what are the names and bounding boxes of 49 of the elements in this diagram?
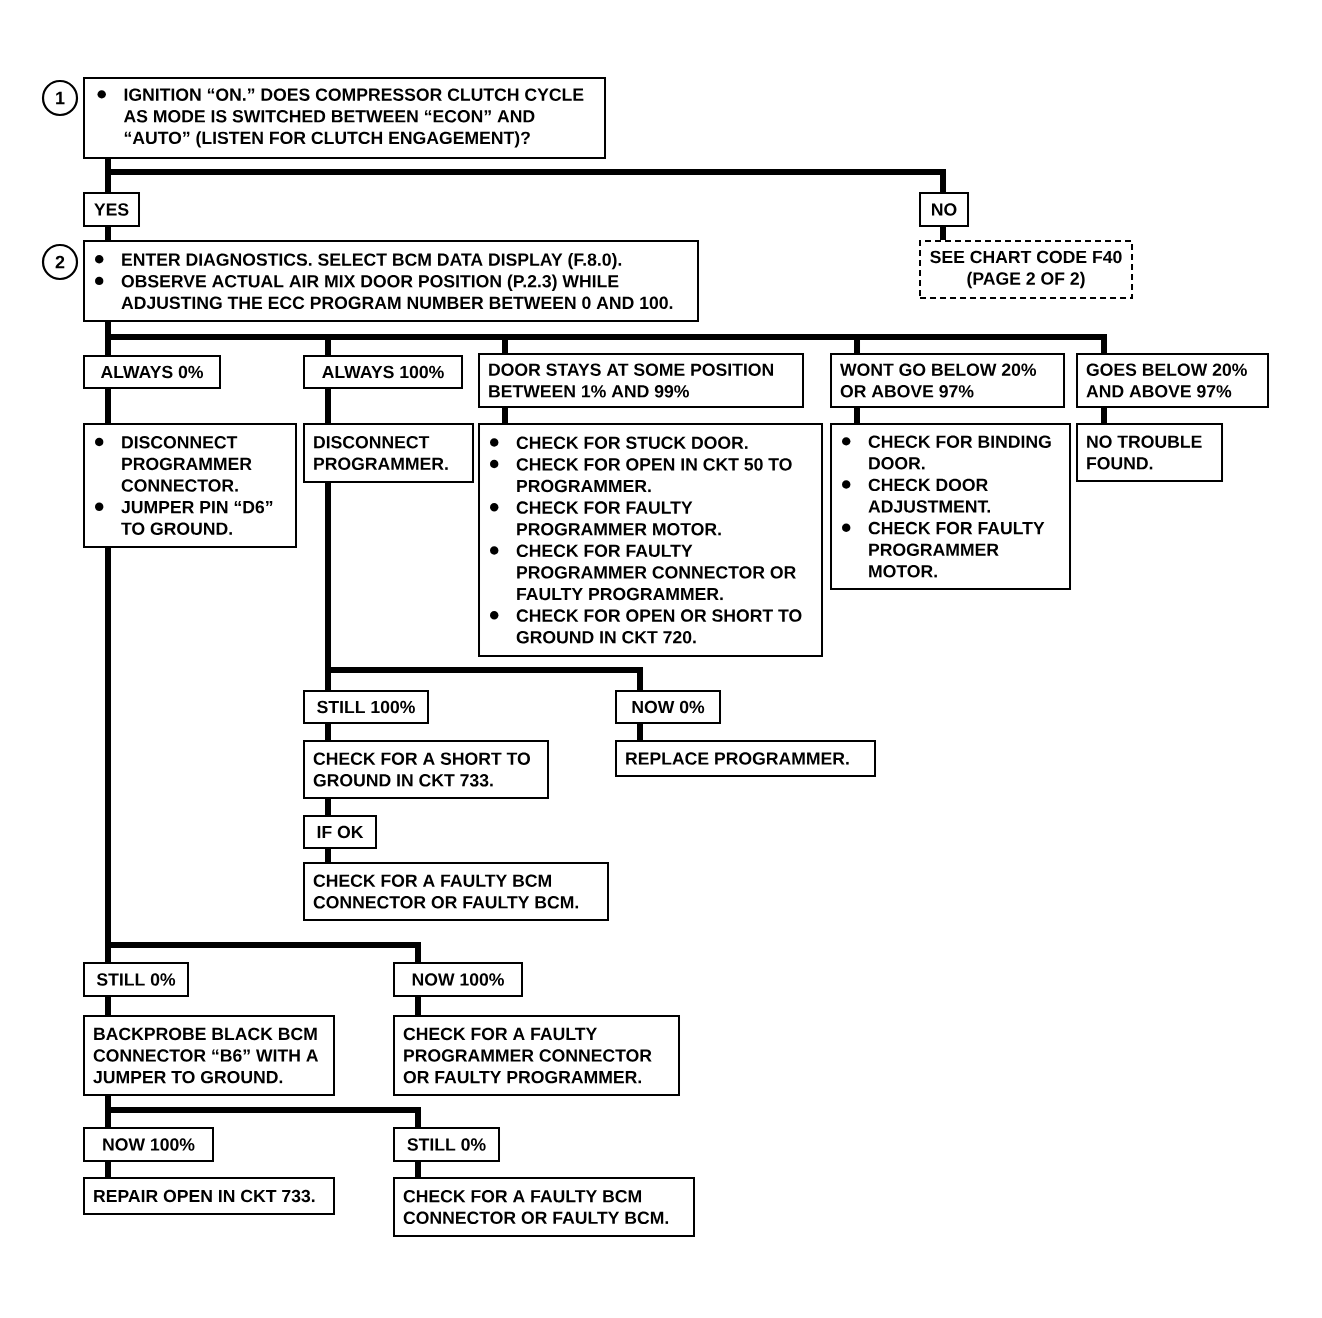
outcome-box: NOW 100% [393, 962, 523, 997]
connector-line [105, 1162, 111, 1177]
action-box: BACKPROBE BLACK BCM CONNECTOR “B6” WITH A JUMPER TO GROUND. [83, 1015, 335, 1096]
outcome-box: NOW 100% [83, 1127, 214, 1162]
connector-line [105, 227, 111, 240]
outcome-box: IF OK [303, 815, 377, 849]
connector-line [854, 408, 860, 423]
outcome-box: STILL 0% [83, 962, 189, 997]
question-box: IGNITION “ON.” DOES COMPRESSOR CLUTCH CYCLE AS MODE IS SWITCHED BETWEEN “ECON” AND “AUTO” (LISTEN FOR CLUTCH ENGAGEMENT)? [83, 77, 606, 159]
action-box: DISCONNECT PROGRAMMER CONNECTOR. JUMPER PIN “D6” TO GROUND. [83, 423, 297, 548]
outcome-box: YES [83, 192, 140, 227]
action-box: REPLACE PROGRAMMER. [615, 740, 876, 777]
connector-line [102, 1093, 424, 1130]
outcome-box: NOW 0% [615, 690, 721, 724]
action-box: CHECK FOR A FAULTY PROGRAMMER CONNECTOR OR FAULTY PROGRAMMER. [393, 1015, 680, 1096]
connector-line [1101, 408, 1107, 423]
outcome-box: GOES BELOW 20% AND ABOVE 97% [1076, 353, 1269, 408]
connector-line [105, 389, 111, 423]
outcome-box: NO [919, 192, 969, 227]
connector-line [415, 1162, 421, 1177]
action-box: NO TROUBLE FOUND. [1076, 423, 1223, 482]
outcome-box: STILL 0% [393, 1127, 500, 1162]
connector-line [105, 997, 111, 1015]
outcome-box: DOOR STAYS AT SOME POSITION BETWEEN 1% AND 99% [478, 353, 804, 408]
action-box: DISCONNECT PROGRAMMER. [303, 423, 474, 483]
connector-line [637, 724, 643, 740]
reference-box: SEE CHART CODE F40 (PAGE 2 OF 2) [919, 240, 1133, 299]
connector-line [102, 319, 1110, 358]
connector-line [325, 799, 331, 815]
connector-line [502, 408, 508, 423]
instruction-box: ENTER DIAGNOSTICS. SELECT BCM DATA DISPLAY (F.8.0). OBSERVE ACTUAL AIR MIX DOOR POSITION (P.2.3) WHILE ADJUSTING THE ECC PROGRAM NUMBER BETWEEN 0 AND 100. [83, 240, 699, 322]
action-box: CHECK FOR STUCK DOOR. CHECK FOR OPEN IN CKT 50 TO PROGRAMMER. CHECK FOR FAULTY PROGRAMMER MOTOR. CHECK FOR FAULTY PROGRAMMER CONNECTOR OR FAULTY PROGRAMMER. CHECK FOR OPEN OR SHORT TO GROUND IN CKT 720. [478, 423, 823, 657]
outcome-box: WONT GO BELOW 20% OR ABOVE 97% [830, 353, 1065, 408]
outcome-box: ALWAYS 100% [303, 355, 463, 389]
connector-line [322, 480, 646, 693]
connector-line [940, 227, 946, 240]
connector-line [325, 389, 331, 423]
connector-line [325, 849, 331, 862]
action-box: CHECK FOR A FAULTY BCM CONNECTOR OR FAULTY BCM. [393, 1177, 695, 1237]
outcome-box: ALWAYS 0% [83, 355, 221, 389]
outcome-box: STILL 100% [303, 690, 429, 724]
connector-line [325, 724, 331, 740]
connector-line [415, 997, 421, 1015]
action-box: CHECK FOR A FAULTY BCM CONNECTOR OR FAULTY BCM. [303, 862, 609, 921]
action-box: CHECK FOR BINDING DOOR. CHECK DOOR ADJUSTMENT. CHECK FOR FAULTY PROGRAMMER MOTOR. [830, 423, 1071, 590]
connector-line [102, 156, 949, 195]
action-box: CHECK FOR A SHORT TO GROUND IN CKT 733. [303, 740, 549, 799]
action-box: REPAIR OPEN IN CKT 733. [83, 1177, 335, 1215]
connector-line [102, 545, 424, 965]
